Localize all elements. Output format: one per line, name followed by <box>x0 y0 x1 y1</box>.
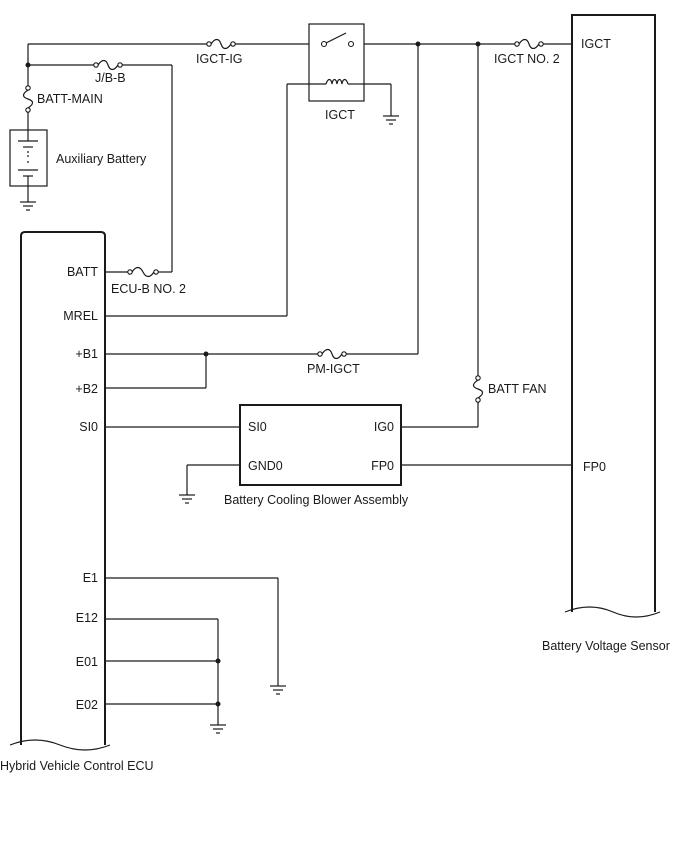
ecu-pin-batt: BATT <box>67 265 98 279</box>
ecu-pin-e12: E12 <box>76 611 98 625</box>
sensor-title: Battery Voltage Sensor <box>542 639 670 653</box>
sensor-pin-igct: IGCT <box>581 37 611 51</box>
ground-icon-relay <box>383 115 399 125</box>
ecu-break-line <box>9 739 111 751</box>
junction-e01 <box>215 658 221 664</box>
blower-pin-fp0: FP0 <box>371 459 394 473</box>
fuse-batt-fan <box>472 375 484 403</box>
ground-icon-e1 <box>270 685 286 695</box>
fuse-jb-b-label: J/B-B <box>95 71 126 85</box>
ecu-pin-e02: E02 <box>76 698 98 712</box>
fuse-batt-fan-label: BATT FAN <box>488 382 547 396</box>
ecu-pin-b2: +B2 <box>75 382 98 396</box>
ecu-pin-b1: +B1 <box>75 347 98 361</box>
auxiliary-battery-label: Auxiliary Battery <box>56 152 147 166</box>
fuse-igct-no2-label: IGCT NO. 2 <box>494 52 560 66</box>
blower-box <box>239 404 402 486</box>
fuse-pm-igct <box>317 348 347 360</box>
blower-title: Battery Cooling Blower Assembly <box>224 493 409 507</box>
fuse-ecu-b-no2 <box>127 266 159 278</box>
fuse-pm-igct-label: PM-IGCT <box>307 362 360 376</box>
igct-relay <box>308 23 365 102</box>
ecu-pin-mrel: MREL <box>63 309 98 323</box>
fuse-igct-ig <box>206 38 236 50</box>
ecu-pin-e01: E01 <box>76 655 98 669</box>
fuse-igct-ig-label: IGCT-IG <box>196 52 243 66</box>
junction-e02 <box>215 701 221 707</box>
fuse-ecu-b-no2-label: ECU-B NO. 2 <box>111 282 186 296</box>
blower-pin-ig0: IG0 <box>374 420 394 434</box>
fuse-igct-no2 <box>514 38 544 50</box>
sensor-pin-fp0: FP0 <box>583 460 606 474</box>
sensor-outline <box>571 14 656 612</box>
sensor-break-line <box>564 606 661 618</box>
ground-icon-e-group <box>210 724 226 734</box>
fuse-batt-main <box>22 85 34 113</box>
ground-icon-battery <box>20 201 36 211</box>
fuse-batt-main-label: BATT-MAIN <box>37 92 103 106</box>
blower-pin-gnd0: GND0 <box>248 459 283 473</box>
igct-relay-label: IGCT <box>325 108 355 122</box>
ecu-outline <box>20 231 106 745</box>
ecu-pin-si0: SI0 <box>79 420 98 434</box>
auxiliary-battery-symbol <box>9 129 48 187</box>
fuse-jb-b <box>93 59 123 71</box>
ecu-title: Hybrid Vehicle Control ECU <box>0 759 154 773</box>
blower-pin-si0: SI0 <box>248 420 267 434</box>
ecu-pin-e1: E1 <box>83 571 98 585</box>
ground-icon-blower <box>179 494 195 504</box>
